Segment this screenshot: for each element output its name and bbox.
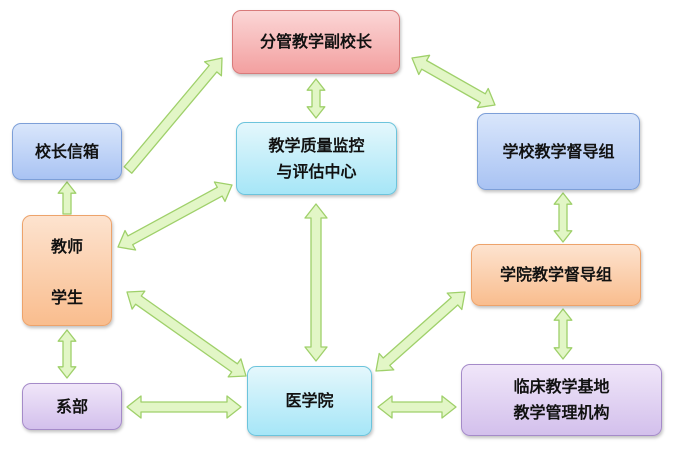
node-quality-center: 教学质量监控 与评估中心 xyxy=(236,122,397,195)
node-vice-principal: 分管教学副校长 xyxy=(232,10,400,74)
arrow-teacher-quality xyxy=(117,181,233,251)
node-school-supervision: 学校教学督导组 xyxy=(477,113,640,190)
node-label-line2: 教学管理机构 xyxy=(513,403,610,422)
node-teacher-student: 教师 学生 xyxy=(22,215,112,326)
arrow-department-medical xyxy=(126,395,242,419)
arrow-school-college-supervision xyxy=(553,192,573,243)
arrow-teacher-medical xyxy=(126,290,247,378)
arrow-college-supervision-medical xyxy=(375,291,466,372)
arrow-medical-clinical xyxy=(377,395,457,419)
arrow-vice-quality xyxy=(306,78,326,119)
node-principal-mailbox: 校长信箱 xyxy=(12,123,122,180)
arrow-teacher-department xyxy=(57,329,77,379)
arrow-teacher-to-mailbox xyxy=(57,181,77,215)
node-label-line1: 临床教学基地 xyxy=(513,377,610,396)
node-label: 学校教学督导组 xyxy=(502,141,615,161)
node-medical-college: 医学院 xyxy=(247,366,372,436)
arrow-vice-school-supervision xyxy=(411,54,496,109)
node-label: 分管教学副校长 xyxy=(259,32,372,51)
arrow-mailbox-to-vice xyxy=(123,57,223,174)
node-label: 学院教学督导组 xyxy=(499,265,612,284)
node-department: 系部 xyxy=(22,383,122,430)
node-label: 系部 xyxy=(55,396,88,416)
node-label-student: 学生 xyxy=(50,288,83,307)
arrow-college-supervision-clinical xyxy=(553,308,573,360)
node-label: 医学院 xyxy=(285,391,334,410)
node-college-supervision: 学院教学督导组 xyxy=(471,244,641,306)
node-label: 校长信箱 xyxy=(34,141,99,161)
node-label-teacher: 教师 xyxy=(50,237,83,256)
node-label-line2: 与评估中心 xyxy=(276,161,357,181)
arrow-quality-medical xyxy=(304,203,328,362)
node-label-line1: 教学质量监控 xyxy=(268,135,365,155)
node-clinical-base: 临床教学基地 教学管理机构 xyxy=(461,364,662,436)
